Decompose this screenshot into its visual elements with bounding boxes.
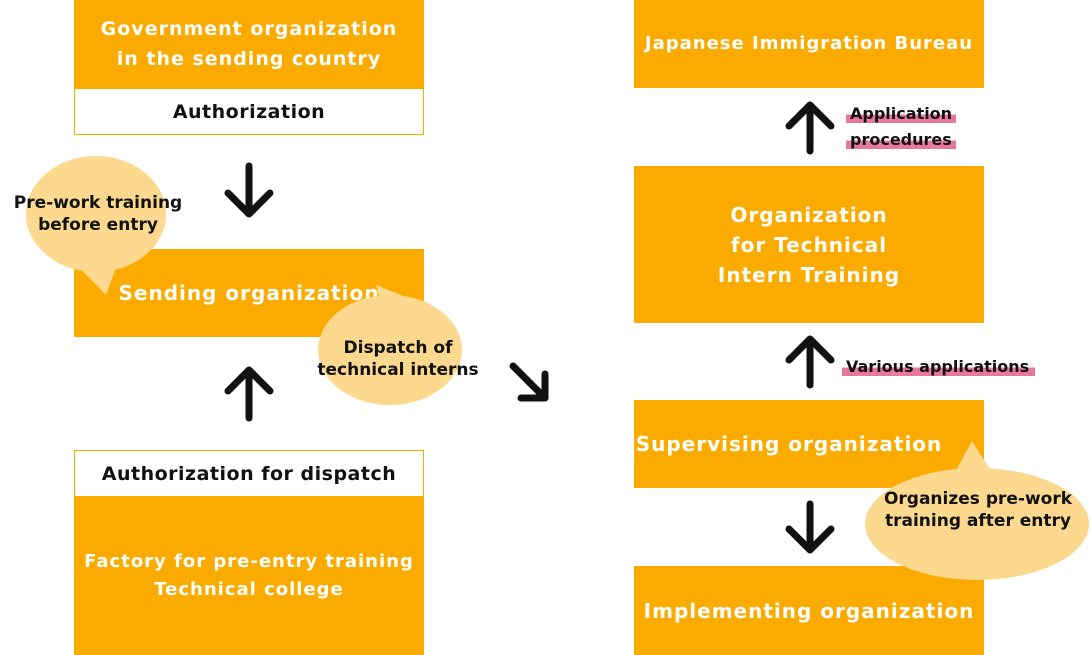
factory-box: Factory for pre-entry training Technical…: [74, 497, 424, 655]
dispatch-bubble-shape: [318, 285, 462, 405]
up-arrow-icon: [224, 366, 274, 422]
authorization-dispatch-box: Authorization for dispatch: [74, 450, 424, 497]
immigration-bureau-box: Japanese Immigration Bureau: [634, 0, 984, 88]
otit-line3: Intern Training: [717, 262, 901, 287]
government-organization-box: Government organization in the sending c…: [74, 0, 424, 88]
down-arrow-icon: [785, 500, 835, 554]
government-line1: Government organization: [100, 18, 398, 40]
implementing-organization-box: Implementing organization: [634, 566, 984, 655]
supervising-organization-box: Supervising organization: [634, 400, 984, 488]
authorization-box: Authorization: [74, 88, 424, 135]
otit-line2: for Technical: [730, 232, 888, 257]
factory-line1: Factory for pre-entry training: [84, 551, 414, 572]
factory-line2: Technical college: [154, 579, 344, 600]
diagonal-arrow-icon: [509, 362, 549, 402]
up-arrow-icon: [785, 101, 835, 155]
various-applications-tag: Various applications: [842, 357, 1036, 377]
otit-line1: Organization: [730, 202, 888, 227]
pre-work-bubble-text: Pre-work training before entry: [13, 193, 183, 235]
dispatch-bubble-text: Dispatch of technical interns: [317, 338, 479, 380]
sending-organization-box: Sending organization: [74, 249, 424, 337]
down-arrow-icon: [224, 162, 274, 218]
up-arrow-icon: [785, 335, 835, 389]
organizes-bubble-text: Organizes pre-work training after entry: [883, 489, 1073, 531]
pre-work-bubble-shape: [26, 156, 166, 295]
government-line2: in the sending country: [116, 48, 382, 70]
application-procedures-tag: Application procedures: [846, 104, 957, 150]
organizes-bubble-shape: [865, 441, 1089, 580]
otit-box: Organization for Technical Intern Traini…: [634, 166, 984, 323]
